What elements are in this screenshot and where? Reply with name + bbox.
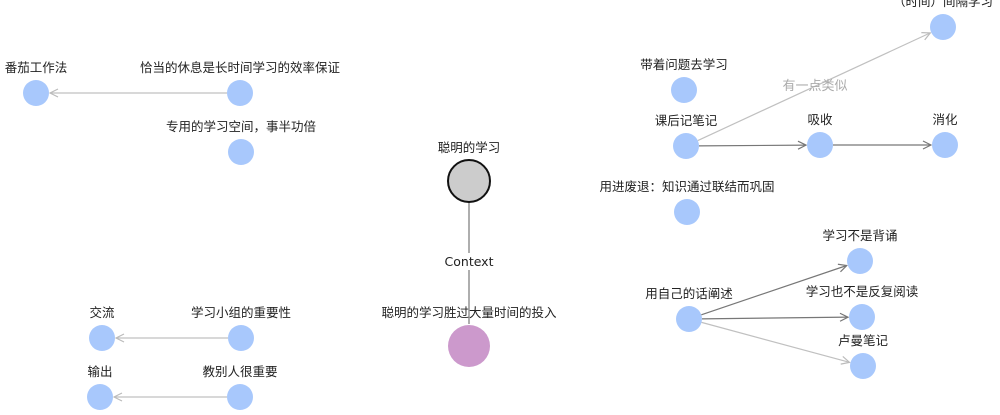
node-label: 用进废退：知识通过联结而巩固 (599, 179, 774, 194)
node-label: 教别人很重要 (202, 364, 277, 379)
node-label: 恰当的休息是长时间学习的效率保证 (140, 60, 341, 75)
node-smart[interactable]: 聪明的学习 (438, 140, 501, 203)
node-circle[interactable] (89, 325, 115, 351)
node-ownwords[interactable]: 用自己的话阐述 (645, 286, 733, 332)
node-label: 吸收 (807, 112, 833, 127)
node-question[interactable]: 带着问题去学习 (640, 57, 728, 103)
node-circle[interactable] (228, 325, 254, 351)
node-label: （时间）间隔学习 (893, 0, 993, 9)
node-circle[interactable] (847, 248, 873, 274)
node-smartwins[interactable]: 聪明的学习胜过大量时间的投入 (381, 305, 557, 367)
node-label: 消化 (932, 112, 958, 127)
node-circle[interactable] (227, 80, 253, 106)
node-group[interactable]: 学习小组的重要性 (191, 305, 291, 351)
edge-ownwords-notreread[interactable] (701, 317, 848, 319)
node-label: 聪明的学习 (438, 140, 501, 155)
node-talk[interactable]: 交流 (89, 305, 115, 351)
edge-label: 有一点类似 (782, 79, 847, 94)
node-tomato[interactable]: 番茄工作法 (5, 60, 68, 106)
node-circle[interactable] (676, 306, 702, 332)
node-circle[interactable] (87, 384, 113, 410)
node-label: 交流 (89, 305, 115, 320)
node-luhmann[interactable]: 卢曼笔记 (838, 333, 889, 379)
node-circle[interactable] (673, 133, 699, 159)
node-label: 学习也不是反复阅读 (806, 284, 919, 299)
edge-label: Context (445, 254, 494, 269)
node-notes[interactable]: 课后记笔记 (655, 113, 718, 159)
node-notrote[interactable]: 学习不是背诵 (822, 228, 898, 274)
node-circle[interactable] (228, 139, 254, 165)
node-digest[interactable]: 消化 (932, 112, 958, 158)
node-label: 番茄工作法 (5, 60, 68, 75)
edge-ownwords-luhmann[interactable] (701, 321, 850, 362)
node-circle[interactable] (448, 325, 490, 367)
node-label: 聪明的学习胜过大量时间的投入 (381, 305, 557, 320)
node-circle[interactable] (227, 384, 253, 410)
edge-notes-absorb[interactable] (698, 145, 806, 146)
edge-notes-spaced[interactable] (697, 33, 930, 142)
node-rest[interactable]: 恰当的休息是长时间学习的效率保证 (140, 60, 341, 106)
node-notreread[interactable]: 学习也不是反复阅读 (806, 284, 919, 330)
node-label: 学习小组的重要性 (191, 305, 291, 320)
nodes-layer: 番茄工作法 恰当的休息是长时间学习的效率保证专用的学习空间，事半功倍聪明的学习聪明… (5, 0, 993, 410)
node-circle[interactable] (849, 304, 875, 330)
edge-ownwords-notrote[interactable] (701, 265, 846, 316)
node-label: 专用的学习空间，事半功倍 (166, 119, 316, 134)
node-circle[interactable] (23, 80, 49, 106)
node-label: 学习不是背诵 (822, 228, 897, 243)
node-circle[interactable] (671, 77, 697, 103)
node-output[interactable]: 输出 (87, 364, 113, 410)
node-label: 输出 (87, 364, 112, 379)
edge-label-bg (443, 253, 495, 270)
node-space[interactable]: 专用的学习空间，事半功倍 (166, 119, 316, 165)
node-circle[interactable] (674, 199, 700, 225)
node-circle[interactable] (850, 353, 876, 379)
node-circle[interactable] (930, 14, 956, 40)
node-absorb[interactable]: 吸收 (807, 112, 833, 158)
edges-layer: Context 有一点类似 (50, 33, 931, 397)
node-label: 卢曼笔记 (838, 333, 889, 348)
node-circle[interactable] (807, 132, 833, 158)
node-label: 用自己的话阐述 (645, 286, 733, 301)
node-useit[interactable]: 用进废退：知识通过联结而巩固 (599, 179, 775, 225)
node-teach[interactable]: 教别人很重要 (202, 364, 278, 410)
node-circle[interactable] (932, 132, 958, 158)
node-label: 带着问题去学习 (640, 57, 728, 72)
node-circle[interactable] (447, 159, 491, 203)
node-label: 课后记笔记 (655, 113, 718, 128)
node-spaced[interactable]: （时间）间隔学习 (893, 0, 993, 40)
